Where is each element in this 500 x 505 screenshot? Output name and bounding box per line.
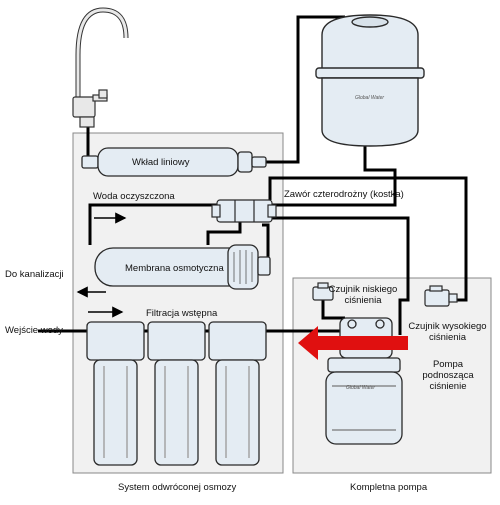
prefilter-3: [208, 321, 267, 466]
four-way-valve: [211, 199, 277, 223]
osmosis-membrane: [94, 244, 271, 290]
ro-system-caption: System odwróconej osmozy: [118, 482, 237, 493]
booster-pump-label: Pompa podnosząca ciśnienie: [422, 359, 474, 392]
high-pressure-sensor-label: Czujnik wysokiego ciśnienia: [408, 321, 487, 343]
faucet: [72, 7, 129, 128]
storage-tank: [315, 14, 425, 147]
pipe-low-sensor: [321, 298, 345, 320]
prefilter-housings: [86, 321, 267, 466]
prefiltration-label: Filtracja wstępna: [146, 308, 218, 319]
inline-cartridge: [81, 147, 267, 177]
pipe-membrane-return: [262, 223, 270, 265]
low-pressure-sensor-label: Czujnik niskiego ciśnienia: [328, 284, 398, 306]
four-way-valve-label: Zawór czterodrożny (kostka): [284, 189, 404, 200]
complete-pump-caption: Kompletna pompa: [350, 482, 428, 493]
water-inlet-label: Wejście wody: [5, 325, 63, 336]
to-drain-label: Do kanalizacji: [5, 269, 64, 280]
pump-flow-arrow: [298, 326, 408, 360]
pipe-cartridge-to-tank: [265, 15, 345, 164]
prefilter-2: [147, 321, 206, 466]
tank-brand-logo: Global Water: [355, 95, 385, 101]
pipe-tank-to-valve: [270, 142, 397, 207]
prefilter-1: [86, 321, 145, 466]
low-pressure-sensor: [312, 282, 334, 301]
pipe-high-sensor: [268, 176, 468, 302]
inline-cartridge-label: Wkład liniowy: [132, 157, 190, 168]
pump-brand-logo: Global Water: [346, 385, 376, 391]
purified-water-label: Woda oczyszczona: [93, 191, 175, 202]
high-pressure-sensor: [424, 285, 458, 307]
flow-arrows: [76, 212, 127, 318]
pipe-valve-to-membrane: [206, 218, 242, 245]
pipe-purified-loop: [88, 203, 217, 245]
membrane-label: Membrana osmotyczna: [125, 263, 224, 274]
pipe-high-sensor-loop: [270, 216, 410, 335]
